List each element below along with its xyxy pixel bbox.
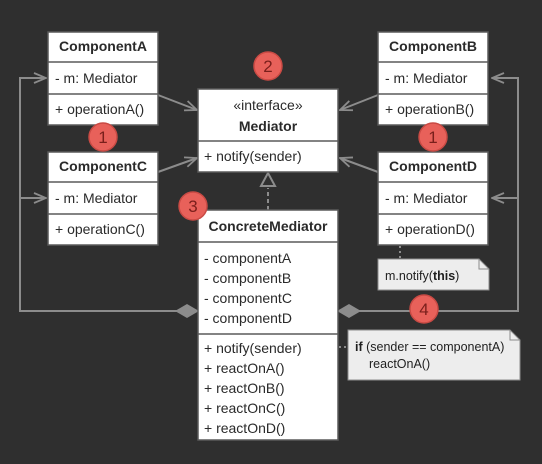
note-notify-prefix: m.notify(	[385, 269, 434, 283]
left-aggregation-diamond	[175, 304, 199, 318]
method-reactOnB: + reactOnB()	[204, 380, 285, 396]
badge-3-concrete: 3	[178, 191, 208, 221]
left-aggregation-line	[19, 78, 186, 312]
class-name: ComponentD	[389, 158, 477, 174]
class-method: + operationC()	[55, 221, 145, 237]
note-react-call: reactOnA()	[369, 357, 430, 371]
note-if-keyword: if	[355, 340, 363, 354]
svg-text:2: 2	[263, 57, 272, 76]
svg-text:if (sender == componentA): if (sender == componentA)	[355, 340, 504, 354]
class-name: ComponentA	[59, 38, 147, 54]
class-name: ConcreteMediator	[208, 218, 328, 234]
field-componentA: - componentA	[204, 250, 292, 266]
badge-1-left: 1	[88, 122, 118, 152]
class-component-c[interactable]: ComponentC - m: Mediator + operationC()	[47, 151, 159, 246]
arrow-componentC-to-mediator	[157, 158, 197, 173]
badge-1-right: 1	[418, 122, 448, 152]
class-component-d[interactable]: ComponentD - m: Mediator + operationD()	[377, 151, 489, 246]
class-field: - m: Mediator	[385, 190, 468, 206]
svg-text:1: 1	[428, 128, 437, 147]
class-name: Mediator	[239, 118, 298, 134]
svg-text:1: 1	[98, 128, 107, 147]
field-componentB: - componentB	[204, 270, 291, 286]
class-field: - m: Mediator	[385, 70, 468, 86]
note-notify-this: m.notify(this)	[377, 258, 490, 291]
note-sender-check: if (sender == componentA) reactOnA()	[347, 329, 521, 381]
arrow-componentB-to-mediator	[340, 94, 379, 110]
note-notify-suffix: )	[455, 269, 459, 283]
class-method: + operationD()	[385, 221, 475, 237]
note-notify-keyword: this	[433, 269, 455, 283]
field-componentC: - componentC	[204, 290, 292, 306]
class-concrete-mediator[interactable]: ConcreteMediator - componentA - componen…	[197, 209, 339, 441]
svg-text:m.notify(this): m.notify(this)	[385, 269, 459, 283]
class-name: ComponentC	[59, 158, 147, 174]
class-name: ComponentB	[389, 38, 477, 54]
class-component-a[interactable]: ComponentA - m: Mediator + operationA()	[47, 31, 159, 126]
right-aggregation-diamond	[337, 304, 361, 318]
badge-2-mediator: 2	[253, 51, 283, 81]
realization-triangle	[259, 170, 277, 187]
method-reactOnC: + reactOnC()	[204, 400, 285, 416]
badge-4-bottom: 4	[409, 294, 439, 324]
class-field: - m: Mediator	[55, 70, 138, 86]
class-method: + operationA()	[55, 101, 144, 117]
arrow-componentD-to-mediator	[340, 158, 379, 173]
method-reactOnA: + reactOnA()	[204, 360, 285, 376]
svg-text:4: 4	[419, 300, 428, 319]
method-notify: + notify(sender)	[204, 340, 302, 356]
class-method: + notify(sender)	[204, 148, 302, 164]
method-reactOnD: + reactOnD()	[204, 420, 285, 436]
svg-text:3: 3	[188, 197, 197, 216]
class-component-b[interactable]: ComponentB - m: Mediator + operationB()	[377, 31, 489, 126]
note-if-condition: (sender == componentA)	[363, 340, 505, 354]
arrow-componentA-to-mediator	[157, 94, 197, 110]
interface-stereotype: «interface»	[233, 97, 302, 113]
class-method: + operationB()	[385, 101, 474, 117]
class-field: - m: Mediator	[55, 190, 138, 206]
field-componentD: - componentD	[204, 310, 292, 326]
class-mediator-interface[interactable]: «interface» Mediator + notify(sender)	[197, 88, 339, 173]
